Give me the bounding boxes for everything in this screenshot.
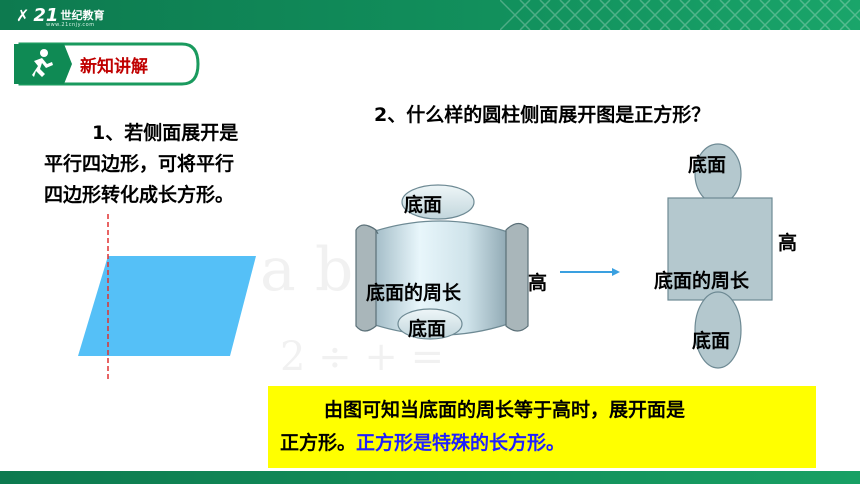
bottom-banner [0,471,860,484]
transform-arrow [560,268,620,276]
parallelogram-explanation: 1、若侧面展开是 平行四边形，可将平行 四边形转化成长方形。 [44,118,304,211]
logo-url: www.21cnjy.com [46,22,95,28]
cylinder-side-label: 底面的周长 [366,282,462,304]
net-top-label: 底面 [688,154,727,176]
conclusion-box: 由图可知当底面的周长等于高时，展开面是 正方形。正方形是特殊的长方形。 [268,386,816,468]
conclusion-line-2: 正方形。 [280,432,357,454]
cylinder-figure [355,184,529,340]
explanation-line-3: 四边形转化成长方形。 [44,184,235,206]
runner-icon [32,49,53,77]
cylinder-height-label: 高 [528,272,548,294]
badge-label: 新知讲解 [80,57,148,77]
badge-background [14,42,200,86]
net-side-label: 底面的周长 [654,270,750,292]
explanation-line-1: 1、若侧面展开是 [92,122,239,144]
conclusion-emphasis: 正方形是特殊的长方形。 [356,432,566,454]
cylinder-top-label: 底面 [404,194,443,216]
net-bottom-label: 底面 [692,330,731,352]
svg-text:2 ÷ + =: 2 ÷ + = [280,334,444,380]
site-logo[interactable]: ✗ 21 世纪教育 [16,4,104,26]
section-badge: 新知讲解 [12,42,200,86]
cylinder-bottom-label: 底面 [408,318,447,340]
runner-logo-icon: ✗ [16,5,30,25]
net-height-label: 高 [778,232,798,254]
conclusion-line-1: 由图可知当底面的周长等于高时，展开面是 [324,399,686,421]
parallelogram-shape [78,214,256,380]
square-net-figure [667,143,773,369]
question-heading: 2、什么样的圆柱侧面展开图是正方形？ [374,104,711,126]
explanation-line-2: 平行四边形，可将平行 [44,153,235,175]
logo-text: 世纪教育 [60,9,105,22]
banner-pattern [500,0,860,30]
logo-number: 21 [33,4,59,26]
top-banner: ✗ 21 世纪教育 www.21cnjy.com [0,0,860,30]
